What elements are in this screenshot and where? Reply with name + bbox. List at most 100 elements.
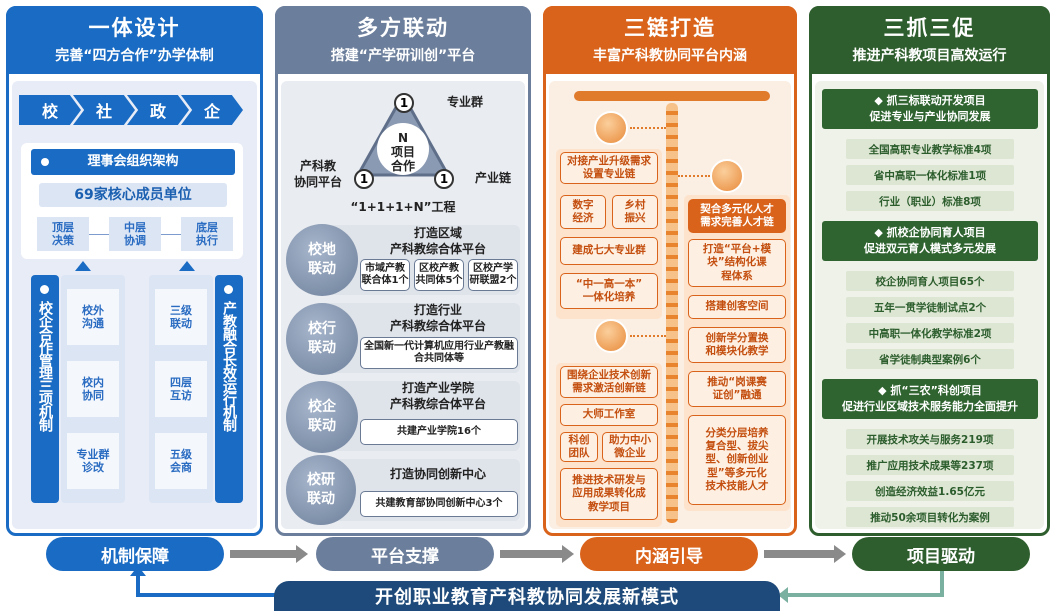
group-item: 创新学分置换 和模块化教学 <box>688 327 786 363</box>
flow-arrow <box>230 550 296 558</box>
column-title: 一体设计 <box>88 16 181 40</box>
bullet-icon <box>224 285 233 294</box>
linkage-box: 区校产学 研联盟2个 <box>468 259 518 291</box>
linkage-box: 共建产业学院16个 <box>360 419 518 445</box>
linkage-title: 打造行业 产科教综合体平台 <box>389 303 486 333</box>
project-item: 开展技术攻关与服务219项 <box>846 429 1014 449</box>
group-item: 建成七大专业群 <box>560 237 658 265</box>
members-label: 69家核心成员单位 <box>39 183 227 207</box>
left-item: 专业群 诊改 <box>67 433 119 489</box>
pill-connotation: 内涵引导 <box>580 537 758 571</box>
up-arrow-icon <box>179 261 195 271</box>
project-item: 推广应用技术成果等237项 <box>846 455 1014 475</box>
chevron-item: 校 <box>19 95 81 125</box>
linkage-box: 市域产教 联合体1个 <box>360 259 410 291</box>
column-three-chains: 三链打造 丰富产科教协同平台内涵 对接产业升级需求 设置专业链 数字 经济 乡村… <box>543 6 797 536</box>
formula-label: “1+1+1+N”工程 <box>350 200 456 214</box>
group-item: 助力中小 微企业 <box>602 432 658 462</box>
column-header: 一体设计 完善“四方合作”办学体制 <box>6 6 263 74</box>
project-item: 校企协同育人项目65个 <box>846 271 1014 291</box>
column-title: 多方联动 <box>357 16 449 40</box>
chain-link-icon <box>594 319 628 353</box>
badge-icon: 1 <box>354 169 374 189</box>
flow-arrow <box>500 550 562 558</box>
linkage-box: 区校产教 共同体5个 <box>414 259 464 291</box>
right-item: 四层 互访 <box>155 361 207 417</box>
linkage-circle: 校研 联动 <box>286 455 356 525</box>
council-label: 理事会组织架构 <box>87 154 179 170</box>
pill-mechanism: 机制保障 <box>46 537 224 571</box>
column-header: 三抓三促 推进产科教项目高效运行 <box>809 6 1050 74</box>
group-head: 契合多元化人才 需求完善人才链 <box>688 199 786 233</box>
group-item: 搭建创客空间 <box>688 295 786 319</box>
linkage-title: 打造协同创新中心 <box>389 467 486 481</box>
bullet-icon <box>40 285 49 294</box>
chevron-item: 企 <box>181 95 243 125</box>
triangle-label-right: 产业链 <box>474 171 511 185</box>
feedback-line-right <box>780 593 944 597</box>
right-item: 三级 联动 <box>155 289 207 345</box>
group-item: 推动“岗课赛 证创”融通 <box>688 371 786 407</box>
left-arrow-icon <box>778 587 788 603</box>
level-middle: 中层 协调 <box>109 217 161 251</box>
chain-link-icon <box>594 111 628 145</box>
chain-vertical <box>666 103 678 523</box>
column-multi-linkage: 多方联动 搭建“产学研训创”平台 N 项目 合作 1 1 1 专业群 产科教 协… <box>275 6 531 536</box>
up-arrow-icon <box>130 566 146 576</box>
chain-top-bar <box>574 91 770 101</box>
triangle-label-left: 产科教 协同平台 <box>293 159 342 189</box>
left-item: 校外 沟通 <box>67 289 119 345</box>
column-subtitle: 搭建“产学研训创”平台 <box>330 48 476 64</box>
group-item: 大师工作室 <box>560 404 658 426</box>
linkage-title: 打造产业学院 产科教综合体平台 <box>389 381 486 411</box>
column-subtitle: 推进产科教项目高效运行 <box>852 48 1007 64</box>
group-item: 推进技术研发与 应用成果转化成 教学项目 <box>560 468 658 520</box>
triangle-diagram <box>356 93 450 177</box>
chevron-item: 政 <box>127 95 189 125</box>
project-item: 五年一贯学徒制试点2个 <box>846 297 1014 317</box>
project-item: 中高职一体化教学标准2项 <box>846 323 1014 343</box>
flow-arrow <box>764 550 834 558</box>
left-mechanism-bar <box>31 275 59 503</box>
pill-platform: 平台支撑 <box>316 537 494 571</box>
arrow-head-icon <box>562 545 574 563</box>
left-mechanism-label: 校企合作管理三项机制 <box>37 301 53 431</box>
triangle-label-top: 专业群 <box>446 95 483 109</box>
column-integrated-design: 一体设计 完善“四方合作”办学体制 校 社 政 企 理事会组织架构 69家核心成… <box>6 6 263 536</box>
group-item: 乡村 振兴 <box>612 195 658 229</box>
group-head: 围绕企业技术创新 需求激活创新链 <box>560 366 658 398</box>
column-header: 多方联动 搭建“产学研训创”平台 <box>275 6 531 74</box>
bottom-banner: 开创职业教育产科教协同发展新模式 <box>274 581 780 611</box>
project-item: 推动50余项目转化为案例 <box>846 507 1014 527</box>
chevron-item: 社 <box>73 95 135 125</box>
group-item: “中一高一本” 一体化培养 <box>560 273 658 309</box>
up-arrow-icon <box>75 261 91 271</box>
project-item: 省中高职一体化标准1项 <box>846 165 1014 185</box>
project-group-head: ◆ 抓三标联动开发项目 促进专业与产业协同发展 <box>822 89 1038 129</box>
dotted-connector <box>630 335 666 337</box>
linkage-circle: 校地 联动 <box>286 224 358 296</box>
column-subtitle: 完善“四方合作”办学体制 <box>55 48 214 64</box>
project-group-head: ◆ 抓校企协同育人项目 促进双元育人模式多元发展 <box>822 221 1038 261</box>
group-item: 科创 团队 <box>560 432 598 462</box>
dotted-connector <box>678 175 710 177</box>
column-header: 三链打造 丰富产科教协同平台内涵 <box>543 6 797 74</box>
dotted-connector <box>630 127 666 129</box>
linkage-box: 全国新一代计算机应用行业产教融 合共同体等 <box>360 337 518 369</box>
pill-project: 项目驱动 <box>852 537 1030 571</box>
group-item: 分类分层培养 复合型、拔尖 型、创新创业 型”等多元化 技术技能人才 <box>688 415 786 505</box>
badge-icon: 1 <box>434 169 454 189</box>
level-top: 顶层 决策 <box>37 217 89 251</box>
project-group-head: ◆ 抓“三农”科创项目 促进行业区域技术服务能力全面提升 <box>822 379 1038 419</box>
column-title: 三抓三促 <box>883 16 976 40</box>
project-item: 行业（职业）标准8项 <box>846 191 1014 211</box>
right-mechanism-label: 产教融合长效运行机制 <box>221 301 237 431</box>
project-item: 全国高职专业教学标准4项 <box>846 139 1014 159</box>
left-item: 校内 协同 <box>67 361 119 417</box>
chain-link-icon <box>710 159 744 193</box>
level-bottom: 底层 执行 <box>181 217 233 251</box>
triangle-center-label: N 项目 合作 <box>390 131 415 173</box>
chevron-row: 校 社 政 企 <box>19 95 251 125</box>
bullet-icon <box>41 158 49 166</box>
group-head: 对接产业升级需求 设置专业链 <box>560 152 658 184</box>
